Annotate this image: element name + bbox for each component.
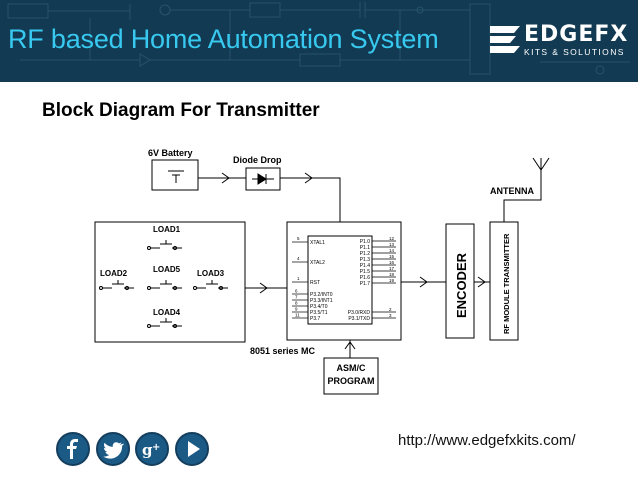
mc-left-pin-stubs <box>292 241 308 319</box>
battery-block <box>151 159 199 191</box>
svg-text:+: + <box>152 442 160 453</box>
mc-pin-number: 18 <box>389 272 395 277</box>
google-plus-icon[interactable]: g + <box>135 432 169 466</box>
mc-pin-number: 1 <box>297 276 300 281</box>
mc-pin-number: 12 <box>389 236 395 241</box>
diagram-heading: Block Diagram For Transmitter <box>42 100 320 121</box>
flow-arrow <box>304 172 313 184</box>
mc-pin-number: 2 <box>389 307 392 312</box>
mc-pin-number: 15 <box>389 254 395 259</box>
mc-pin-number: 4 <box>297 256 300 261</box>
flow-arrow <box>477 276 486 288</box>
flow-arrow <box>259 282 268 294</box>
mc-pin-number: 9 <box>295 307 298 312</box>
mc-pin-number: 16 <box>389 260 395 265</box>
antenna-label: ANTENNA <box>490 186 534 196</box>
diode-symbol <box>257 173 267 185</box>
edgefx-logo: EDGEFX KITS & SOLUTIONS <box>488 22 627 57</box>
flow-arrow <box>344 341 356 350</box>
mc-pin-number: 3 <box>389 313 392 318</box>
mc-pin-label: P3.3/INT1 <box>310 298 333 304</box>
load-switch-load3 <box>193 280 228 290</box>
battery-label: 6V Battery <box>148 148 193 158</box>
load-label-load1: LOAD1 <box>153 225 181 234</box>
mc-pin-number: 17 <box>389 266 395 271</box>
load-switch-load1 <box>147 240 182 250</box>
mc-left-pin-labels: XTAL1 XTAL2 RST P3.2/INT0 P3.3/INT1 P3.4… <box>310 240 333 322</box>
mc-pin-label: P1.5 <box>360 269 371 275</box>
mc-pin-label: P1.2 <box>360 251 371 257</box>
diode-to-mc-wire <box>280 177 341 222</box>
microcontroller-chip <box>307 235 373 325</box>
program-label-line2: PROGRAM <box>328 376 375 386</box>
mc-pin-label: RST <box>310 280 320 286</box>
mc-pin-label: XTAL1 <box>310 240 325 246</box>
mc-pin-label: P3.4/T0 <box>310 304 328 310</box>
logo-text: EDGEFX <box>524 22 629 47</box>
mc-pin-label: P3.7 <box>310 316 321 322</box>
mc-pin-label: P1.7 <box>360 281 371 287</box>
diode-block <box>245 167 281 191</box>
mc-pin-number: 5 <box>297 236 300 241</box>
mc-caption: 8051 series MC <box>250 346 316 356</box>
slide-title: RF based Home Automation System <box>8 24 439 54</box>
encoder-block <box>445 223 475 339</box>
mc-right-pin-numbers: 12 13 14 15 16 17 18 19 2 3 <box>389 236 395 318</box>
svg-text:g: g <box>142 441 153 459</box>
diode-label: Diode Drop <box>233 155 282 165</box>
encoder-label: ENCODER <box>454 252 469 318</box>
load-label-load5: LOAD5 <box>153 265 181 274</box>
edgefx-logo-mark <box>490 26 520 53</box>
website-url[interactable]: http://www.edgefxkits.com/ <box>398 432 576 449</box>
facebook-icon[interactable] <box>56 432 90 466</box>
mc-pin-number: 7 <box>295 295 298 300</box>
mc-pin-number: 8 <box>295 301 298 306</box>
logo-tagline: KITS & SOLUTIONS <box>524 47 625 57</box>
flow-arrow <box>221 172 230 184</box>
load-switch-load5 <box>147 280 182 290</box>
load-panel <box>94 221 246 343</box>
load-switch-load2 <box>99 280 134 290</box>
play-icon[interactable] <box>175 432 209 466</box>
mc-pin-number: 14 <box>389 248 395 253</box>
program-label-line1: ASM/C <box>337 363 367 373</box>
mc-pin-label: P1.1 <box>360 245 371 251</box>
microcontroller-block <box>286 221 402 341</box>
circuit-background-pattern <box>7 2 630 75</box>
load-label-load2: LOAD2 <box>100 269 128 278</box>
antenna-icon <box>532 157 550 171</box>
program-block <box>323 357 379 395</box>
mc-pin-number: 11 <box>295 313 300 318</box>
twitter-icon[interactable] <box>96 432 130 466</box>
load-switch-load4 <box>147 318 182 328</box>
mc-pin-label: P1.4 <box>360 263 371 269</box>
mc-pin-label: P3.1/TXD <box>348 316 370 322</box>
load-label-load3: LOAD3 <box>197 269 225 278</box>
mc-pin-number: 13 <box>389 242 395 247</box>
flow-arrow <box>419 276 428 288</box>
mc-right-pin-labels: P1.0 P1.1 P1.2 P1.3 P1.4 P1.5 P1.6 P1.7 … <box>348 239 371 322</box>
header-banner: RF based Home Automation System EDGEFX K… <box>0 0 638 82</box>
mc-pin-label: P3.2/INT0 <box>310 292 333 298</box>
rf-module-label: RF MODULE TRANSMITTER <box>502 233 511 334</box>
mc-pin-label: P1.6 <box>360 275 371 281</box>
mc-pin-label: P3.0/RXD <box>348 310 371 316</box>
mc-pin-number: 19 <box>389 278 395 283</box>
mc-pin-label: P1.0 <box>360 239 371 245</box>
mc-pin-label: XTAL2 <box>310 260 325 266</box>
mc-right-pin-stubs <box>372 240 396 319</box>
mc-pin-label: P1.3 <box>360 257 371 263</box>
mc-pin-number: 6 <box>295 289 298 294</box>
mc-pin-label: P3.5/T1 <box>310 310 328 316</box>
mc-left-pin-numbers: 5 4 1 6 7 8 9 11 <box>295 236 300 318</box>
rf-to-antenna-wire <box>503 170 542 222</box>
load-label-load4: LOAD4 <box>153 308 181 317</box>
